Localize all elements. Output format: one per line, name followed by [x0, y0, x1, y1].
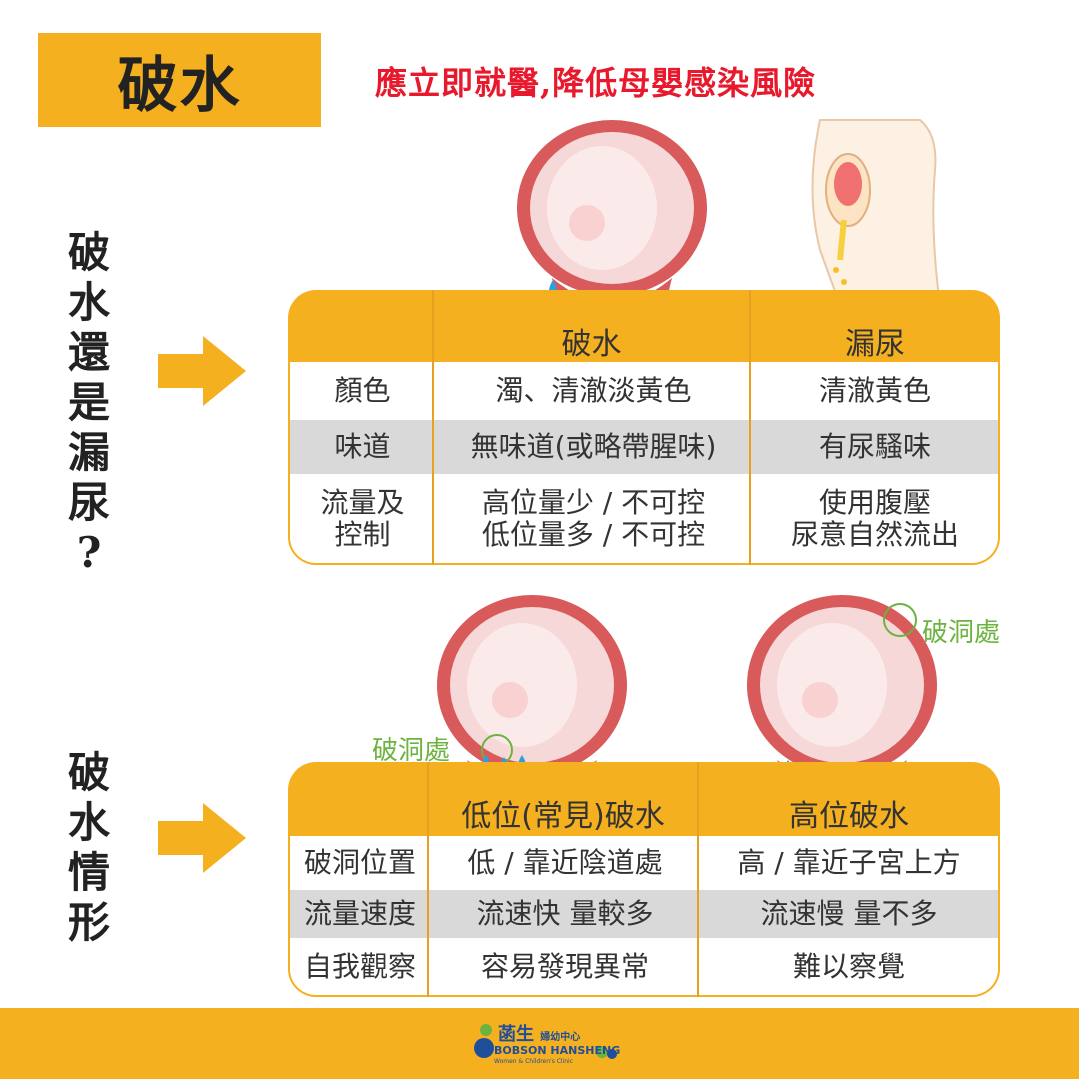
column-header-high: 高位破水	[789, 799, 909, 834]
column-header-rupture: 破水	[561, 327, 622, 362]
column-header-leak: 漏尿	[845, 327, 905, 362]
page-title: 破水	[117, 50, 242, 121]
footer-bar	[0, 1008, 1079, 1079]
divider	[432, 290, 434, 565]
hole-location-label: 破洞處	[922, 618, 1001, 648]
table-row: 流量及 控制 高位量少 / 不可控 低位量多 / 不可控 使用腹壓 尿意自然流出	[320, 485, 959, 551]
divider	[427, 762, 429, 997]
uterus-illustration	[517, 120, 707, 318]
title-badge: 破水	[38, 33, 321, 127]
table-row: 破洞位置 低 / 靠近陰道處 高 / 靠近子宮上方	[303, 846, 961, 879]
uterus-illustration-high	[747, 595, 937, 790]
comparison-table-leak: 破水 漏尿 顏色 濁、清澈淡黃色 清澈黃色 味道 無味道(或略帶腥味) 有尿騷味…	[288, 290, 1000, 565]
arrow-right-icon	[158, 336, 246, 406]
table-row: 顏色 濁、清澈淡黃色 清澈黃色	[334, 374, 931, 407]
clinic-logo: 菡生 婦幼中心 BOBSON HANSHENG Women & Children…	[472, 1018, 622, 1070]
divider	[749, 290, 751, 565]
column-header-low: 低位(常見)破水	[461, 799, 665, 834]
section1-side-label: 破 水 還 是 漏 尿 ?	[67, 228, 110, 577]
hole-location-label: 破洞處	[372, 736, 451, 766]
bladder-illustration	[811, 119, 942, 305]
section2-side-label: 破 水 情 形	[67, 748, 110, 947]
arrow-right-icon	[158, 803, 246, 873]
table-row: 流量速度 流速快 量較多 流速慢 量不多	[290, 890, 998, 938]
page-subtitle: 應立即就醫,降低母嬰感染風險	[375, 64, 817, 102]
divider	[697, 762, 699, 997]
table-row: 味道 無味道(或略帶腥味) 有尿騷味	[290, 420, 998, 474]
uterus-illustration-low	[437, 595, 627, 790]
comparison-table-rupture: 低位(常見)破水 高位破水 破洞位置 低 / 靠近陰道處 高 / 靠近子宮上方 …	[288, 762, 1000, 997]
table-row: 自我觀察 容易發現異常 難以察覺	[303, 949, 905, 983]
